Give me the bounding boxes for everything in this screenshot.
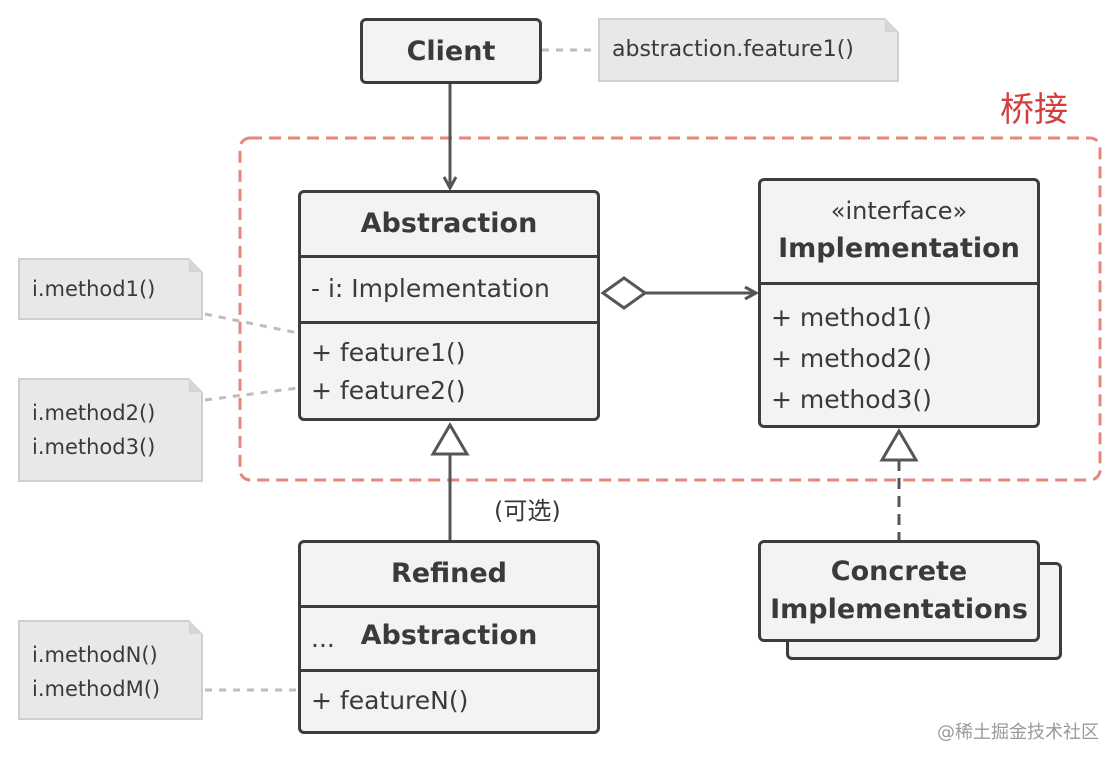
note-featureN-line: i.methodN() [32, 643, 158, 667]
note-featureN-line: i.methodM() [32, 677, 161, 701]
note-feature2: i.method2() i.method3() [18, 378, 203, 482]
refined-abstraction-class: Refined Abstraction ... + featureN() [298, 540, 600, 734]
concrete-implementations-class: Concrete Implementations [758, 540, 1040, 642]
optional-label: (可选) [494, 497, 561, 525]
inheritance-triangle [430, 422, 470, 456]
abstraction-fields: - i: Implementation [301, 255, 597, 321]
watermark: @稀土掘金技术社区 [937, 722, 1099, 743]
implementation-interface: «interface» Implementation + method1() +… [758, 178, 1040, 428]
note-feature2-line: i.method3() [32, 435, 156, 459]
note-featureN: i.methodN() i.methodM() [18, 620, 203, 720]
bridge-region [238, 136, 1102, 482]
bridge-label: 桥接 [1000, 90, 1068, 130]
concrete-title-line: Concrete [830, 556, 968, 587]
client-note: abstraction.feature1() [598, 18, 899, 82]
abstraction-methods: + feature1() + feature2() [301, 321, 597, 410]
realization-triangle [879, 428, 919, 462]
abstraction-class: Abstraction - i: Implementation + featur… [298, 190, 600, 421]
refined-field: ... [311, 624, 335, 653]
refined-method: + featureN() [311, 686, 469, 715]
abstraction-title: Abstraction [360, 208, 538, 239]
note-feature1: i.method1() [18, 258, 203, 320]
abstraction-method: + feature1() [311, 338, 466, 367]
abstraction-field: - i: Implementation [311, 274, 550, 303]
note-feature2-line: i.method2() [32, 401, 156, 425]
refined-methods: + featureN() [301, 669, 597, 720]
implementation-method: + method3() [771, 385, 932, 414]
client-title: Client [406, 35, 496, 67]
implementation-header: «interface» Implementation [761, 181, 1037, 282]
refined-title: Refined Abstraction [360, 558, 538, 651]
note-feature2-connector [204, 386, 299, 402]
client-note-text: abstraction.feature1() [612, 37, 854, 62]
note-feature1-connector [204, 312, 299, 335]
implementation-method: + method2() [771, 344, 932, 373]
abstraction-method: + feature2() [311, 376, 466, 405]
refined-fields: ... [301, 605, 597, 669]
concrete-title-line: Implementations [770, 594, 1028, 625]
client-class: Client [360, 18, 542, 84]
aggregation-diamond [600, 276, 648, 310]
note-feature1-text: i.method1() [32, 277, 156, 301]
implementation-method: + method1() [771, 303, 932, 332]
implementation-title: Implementation [778, 233, 1020, 264]
implementation-stereotype: «interface» [830, 197, 968, 225]
implementation-methods: + method1() + method2() + method3() [761, 282, 1037, 420]
